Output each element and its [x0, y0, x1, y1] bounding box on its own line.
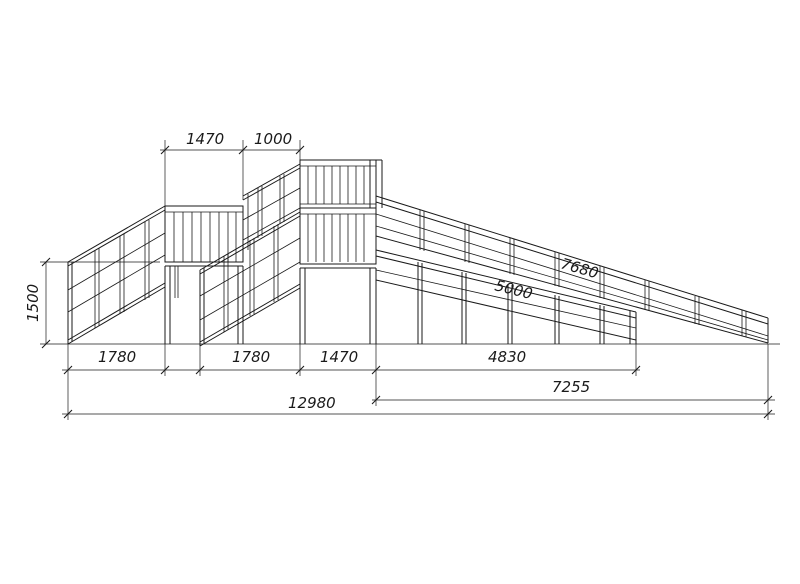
dimension-lines	[40, 140, 775, 420]
left-platform	[164, 205, 244, 344]
dim-left-stair-run: 1780	[98, 348, 136, 366]
short-slide	[375, 249, 637, 344]
middle-stair	[199, 163, 301, 347]
dim-short-slide-length: 5000	[493, 276, 534, 303]
dim-height: 1500	[24, 284, 42, 322]
dim-stair-run-top: 1000	[254, 130, 292, 148]
top-platform	[299, 159, 383, 344]
long-slide	[375, 195, 769, 344]
dim-middle-stair-run: 1780	[232, 348, 270, 366]
dim-platform-width-top: 1470	[186, 130, 224, 148]
left-stair	[67, 205, 166, 345]
dim-long-slide-length: 7680	[559, 255, 601, 283]
dim-long-slide-run: 7255	[552, 378, 590, 396]
dim-total-length: 12980	[288, 394, 336, 412]
dim-platform-width-bottom: 1470	[320, 348, 358, 366]
dim-short-slide-run: 4830	[488, 348, 526, 366]
